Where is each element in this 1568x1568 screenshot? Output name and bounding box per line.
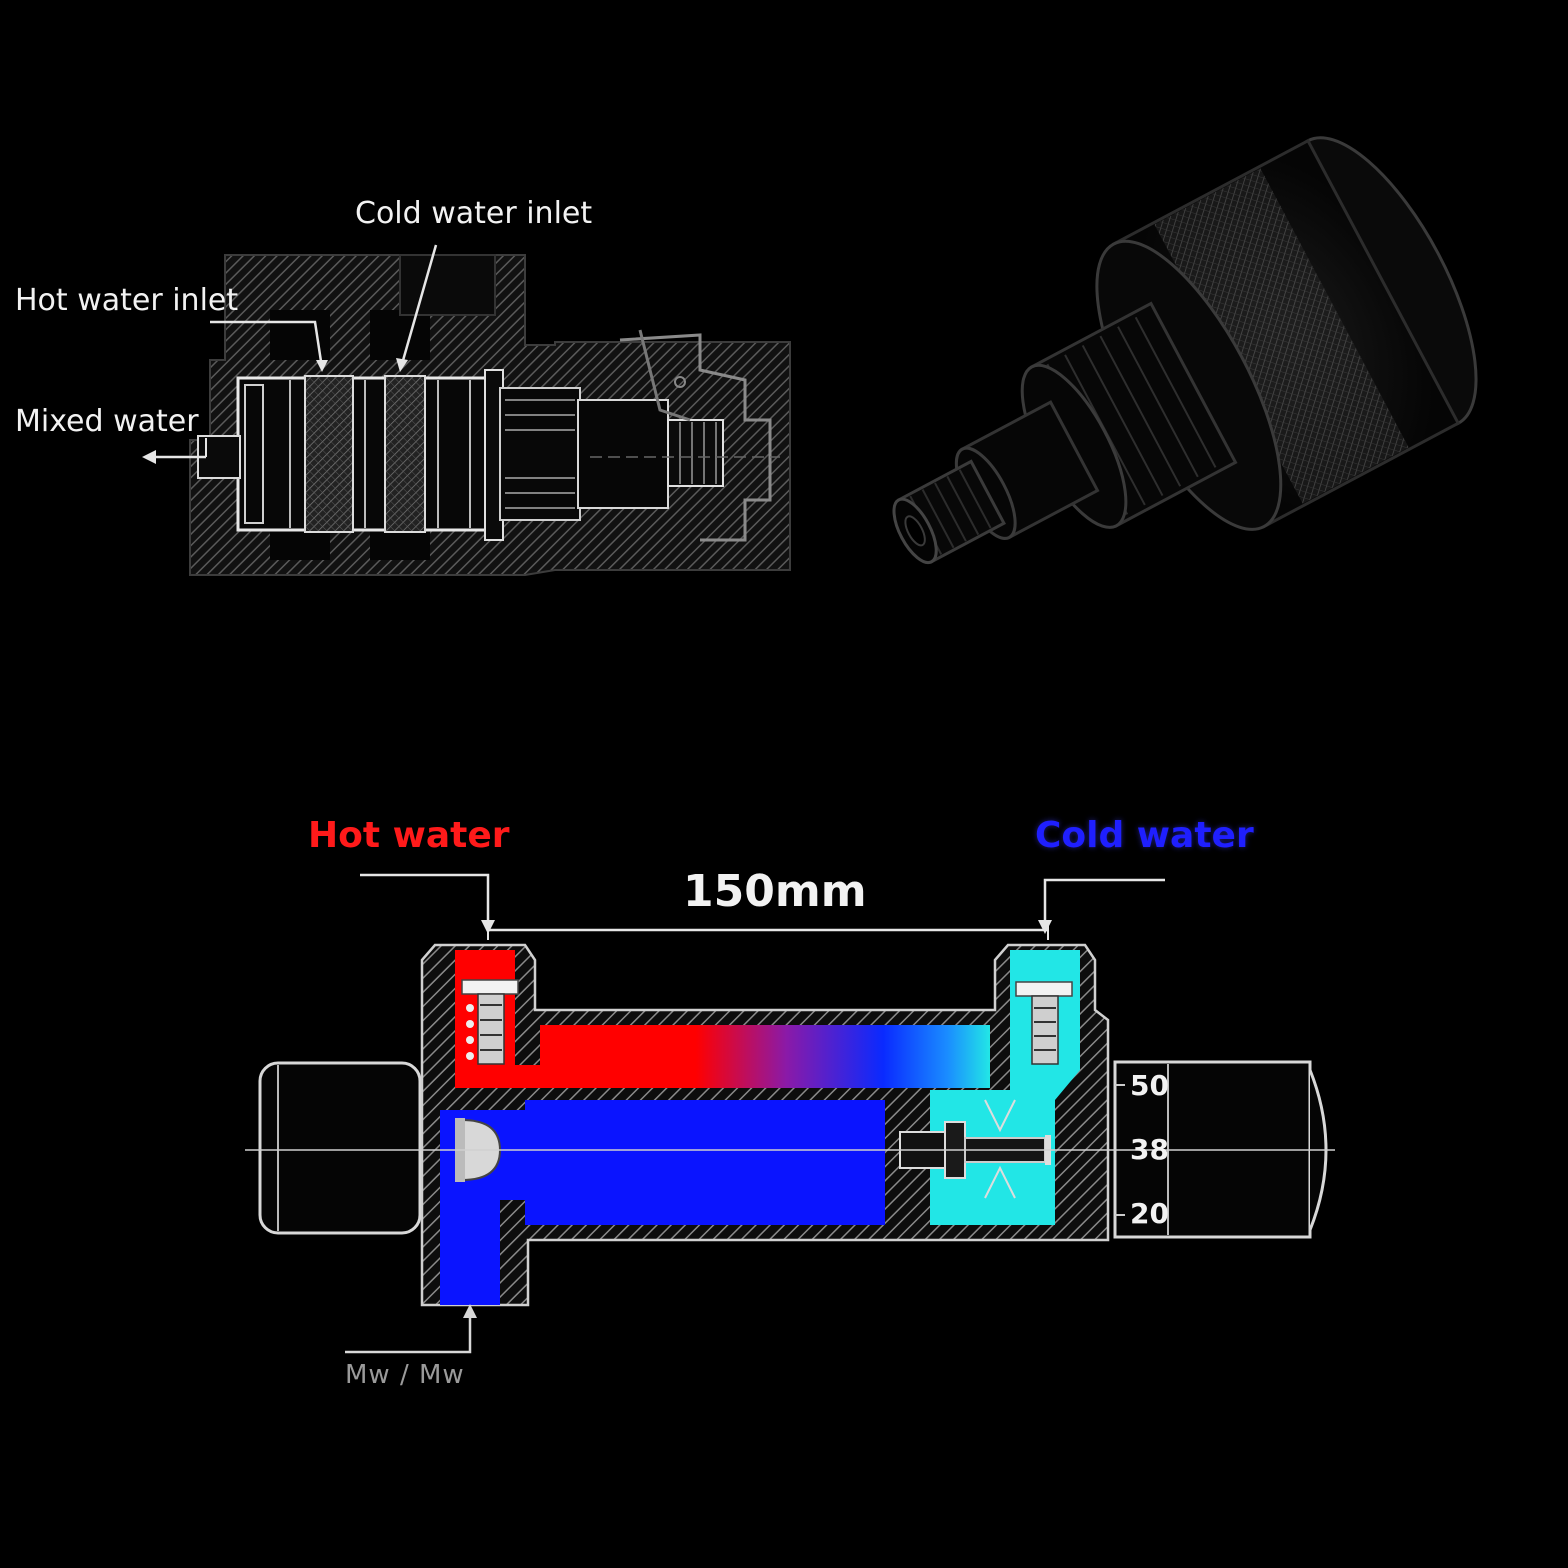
cold-water-title: Cold water (1035, 815, 1254, 856)
valve-section-drawing (245, 873, 1335, 1354)
hot-water-inlet-label: Hot water inlet (15, 283, 239, 318)
scale-mark-38: 38 (1130, 1133, 1169, 1166)
mixed-water-label: Mixed water (15, 404, 199, 439)
scale-mark-50: 50 (1130, 1069, 1169, 1102)
scale-mark-20: 20 (1130, 1197, 1169, 1230)
cartridge-3d-drawing (892, 136, 1478, 565)
hot-water-title: Hot water (308, 815, 510, 856)
cold-water-inlet-label: Cold water inlet (355, 196, 593, 231)
outlet-label: Mw / Mw (345, 1360, 465, 1390)
dimension-label: 150mm (683, 866, 867, 917)
cross-section-drawing (142, 244, 791, 576)
